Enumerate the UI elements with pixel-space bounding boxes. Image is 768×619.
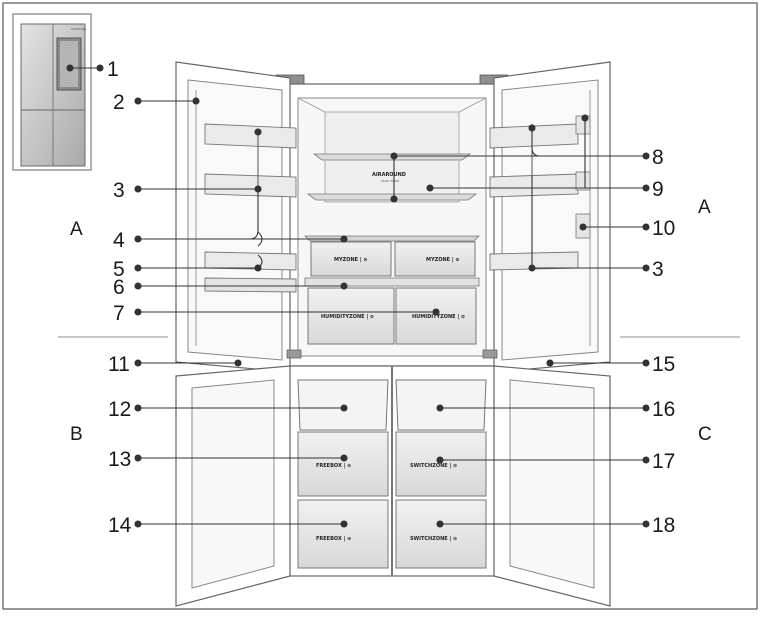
freebox-lower-text: FREEBOX | ⊙ xyxy=(316,536,351,542)
callout-17: 17 xyxy=(652,450,675,473)
callout-2: 2 xyxy=(113,91,125,114)
airaround-sub-label: MULTI FLOW xyxy=(381,179,399,183)
callout-9: 9 xyxy=(652,178,664,201)
callout-3-left: 3 xyxy=(113,179,125,202)
zone-letters: A A B C xyxy=(70,197,712,445)
zone-a-right: A xyxy=(698,197,711,218)
humidity-right-text: HUMIDITYZONE | ⊘ xyxy=(412,314,465,320)
left-fridge-door xyxy=(175,61,297,373)
callout-15: 15 xyxy=(652,353,675,376)
switchzone-lower-text: SWITCHZONE | ⊙ xyxy=(410,536,457,542)
airaround-label: AIRAROUND xyxy=(372,172,406,178)
inset-fridge-front: SAMSUNG xyxy=(12,13,92,171)
switchzone-lower-drawer xyxy=(395,499,487,569)
zone-b: B xyxy=(70,424,83,445)
callout-4: 4 xyxy=(113,229,125,252)
zone-a-left: A xyxy=(70,219,83,240)
freebox-lower-drawer xyxy=(297,499,389,569)
callout-7: 7 xyxy=(113,302,125,325)
callout-8: 8 xyxy=(652,146,664,169)
freebox-upper-drawer xyxy=(297,431,389,497)
humidity-drawer-left xyxy=(307,287,395,345)
fridge-cabinet: AIRAROUND MULTI FLOW MYZONE | ⊙ MYZONE |… xyxy=(275,74,509,367)
humidity-drawer-right xyxy=(395,287,477,345)
callout-16: 16 xyxy=(652,398,675,421)
zone-c: C xyxy=(698,424,712,445)
callout-11: 11 xyxy=(108,353,130,376)
myzone-left-text: MYZONE | ⊙ xyxy=(334,257,368,263)
inset-brand-text: SAMSUNG xyxy=(71,27,87,31)
callout-10: 10 xyxy=(652,217,675,240)
switchzone-upper-text: SWITCHZONE | ⊙ xyxy=(410,463,457,469)
switchzone-upper-drawer xyxy=(395,431,487,497)
callout-12: 12 xyxy=(108,398,131,421)
myzone-drawer-right xyxy=(394,241,476,277)
right-fridge-door xyxy=(489,61,611,373)
callout-5: 5 xyxy=(113,258,125,281)
callout-1: 1 xyxy=(107,58,119,81)
callout-6: 6 xyxy=(113,276,125,299)
freezer-cabinet: FREEBOX | ⊙ FREEBOX | ⊙ SWITCHZONE | ⊙ S… xyxy=(286,349,498,577)
callout-14: 14 xyxy=(108,514,132,537)
humidity-left-text: HUMIDITYZONE | ⊘ xyxy=(321,314,374,320)
right-freezer-door xyxy=(493,365,611,607)
callout-3-right: 3 xyxy=(652,258,664,281)
freebox-upper-text: FREEBOX | ⊙ xyxy=(316,463,351,469)
callout-leaders xyxy=(66,64,650,528)
callout-numbers: 1 2 3 4 5 6 7 8 9 10 3 11 12 13 14 15 16… xyxy=(107,58,675,537)
callout-13: 13 xyxy=(108,448,131,471)
myzone-drawer-left xyxy=(310,241,392,277)
myzone-right-text: MYZONE | ⊙ xyxy=(426,257,460,263)
left-freezer-door xyxy=(175,365,291,607)
bracket-arcs xyxy=(249,114,589,269)
callout-18: 18 xyxy=(652,514,675,537)
